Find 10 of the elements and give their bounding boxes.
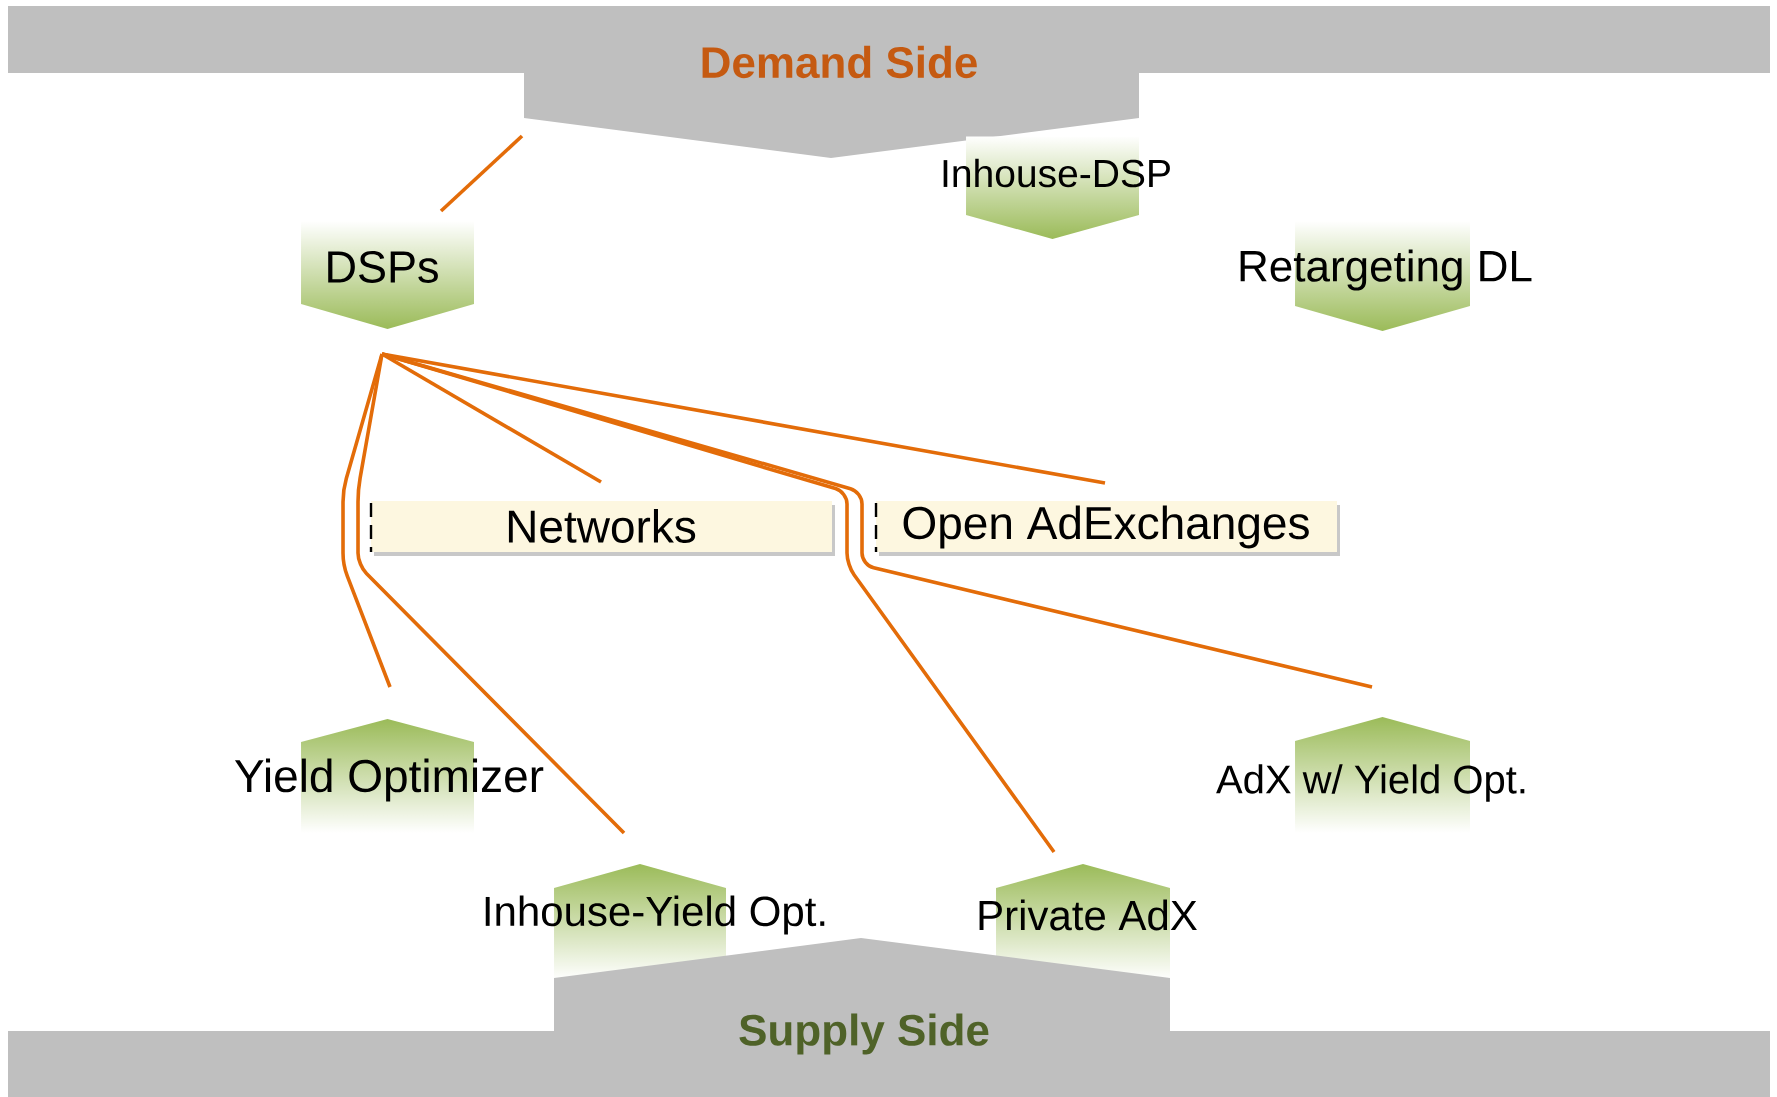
connector-line bbox=[341, 353, 392, 688]
connector-line bbox=[381, 352, 1373, 689]
label-box: Open AdExchanges bbox=[874, 501, 1340, 556]
connector-line bbox=[439, 134, 524, 213]
connector-line bbox=[381, 352, 1106, 485]
label-box: Networks bbox=[369, 501, 835, 556]
connector-line bbox=[356, 353, 626, 835]
banner-band: Supply Side bbox=[8, 938, 1770, 1097]
chevron-tag: DSPs bbox=[328, 251, 438, 283]
banner-band: Demand Side bbox=[8, 6, 1770, 158]
